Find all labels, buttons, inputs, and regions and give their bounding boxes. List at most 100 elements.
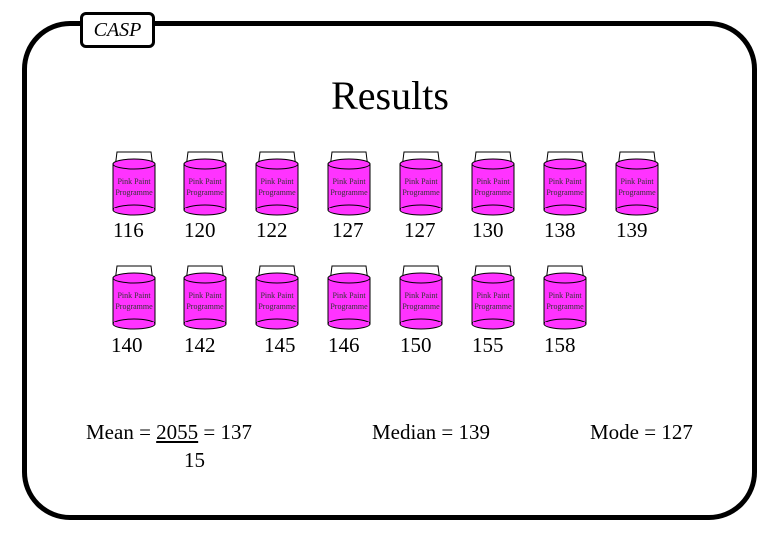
paint-can-label-line: Pink Paint xyxy=(548,177,582,186)
paint-can-label-line: Programme xyxy=(186,188,224,197)
paint-can-label-line: Pink Paint xyxy=(476,291,510,300)
paint-can-label-line: Pink Paint xyxy=(188,177,222,186)
can-value: 127 xyxy=(404,218,436,242)
can-value: 130 xyxy=(472,218,504,242)
paint-can-label-line: Pink Paint xyxy=(188,291,222,300)
paint-can-label-line: Pink Paint xyxy=(404,291,438,300)
paint-can-label-line: Pink Paint xyxy=(260,177,294,186)
paint-can-icon xyxy=(615,151,659,216)
logo-text: CASP xyxy=(93,18,142,41)
can-value: 140 xyxy=(111,333,143,357)
paint-can-icon xyxy=(183,265,227,330)
paint-can-icon xyxy=(112,265,156,330)
can-value: 139 xyxy=(616,218,648,242)
mean-numerator: 2055 xyxy=(156,420,199,444)
paint-can-label-line: Programme xyxy=(402,188,440,197)
slide-title: Results xyxy=(331,73,449,118)
can-value: 122 xyxy=(256,218,288,242)
paint-can-label-line: Pink Paint xyxy=(260,291,294,300)
mean-denominator: 15 xyxy=(184,448,205,472)
paint-can-label-line: Pink Paint xyxy=(404,177,438,186)
paint-can-icon xyxy=(255,151,299,216)
paint-can-label-line: Programme xyxy=(546,188,584,197)
paint-can-icon xyxy=(255,265,299,330)
can-value: 146 xyxy=(328,333,360,357)
paint-can-icon xyxy=(543,151,587,216)
paint-can-label-line: Programme xyxy=(115,302,153,311)
mode-stat: Mode = 127 xyxy=(590,420,693,444)
paint-can-icon xyxy=(471,151,515,216)
paint-can-label-line: Programme xyxy=(618,188,656,197)
paint-can-label-line: Programme xyxy=(258,302,296,311)
paint-can-label-line: Programme xyxy=(474,302,512,311)
paint-can-icon xyxy=(327,151,371,216)
mean-suffix: = 137 xyxy=(198,420,253,444)
paint-can-label-line: Programme xyxy=(330,188,368,197)
paint-can-label-line: Programme xyxy=(402,302,440,311)
can-value: 120 xyxy=(184,218,216,242)
can-value: 127 xyxy=(332,218,364,242)
paint-can-label-line: Programme xyxy=(330,302,368,311)
paint-can-icon xyxy=(543,265,587,330)
paint-can-icon xyxy=(471,265,515,330)
paint-can-icon xyxy=(183,151,227,216)
mean-prefix: Mean = xyxy=(86,420,157,444)
casp-logo: CASP xyxy=(80,12,155,48)
can-value: 138 xyxy=(544,218,576,242)
median-stat: Median = 139 xyxy=(372,420,490,444)
paint-can-label-line: Pink Paint xyxy=(332,177,366,186)
paint-can-label-line: Programme xyxy=(186,302,224,311)
paint-can-label-line: Pink Paint xyxy=(620,177,654,186)
can-value: 158 xyxy=(544,333,576,357)
can-value: 150 xyxy=(400,333,432,357)
paint-can-label-line: Programme xyxy=(546,302,584,311)
paint-can-label-line: Pink Paint xyxy=(332,291,366,300)
paint-can-label-line: Programme xyxy=(474,188,512,197)
can-value: 145 xyxy=(264,333,296,357)
paint-can-label-line: Pink Paint xyxy=(117,177,151,186)
paint-can-label-line: Programme xyxy=(115,188,153,197)
paint-can-icon xyxy=(327,265,371,330)
mean-stat: Mean = 2055 = 137 xyxy=(86,420,252,445)
slide-frame xyxy=(22,21,757,520)
paint-can-label-line: Programme xyxy=(258,188,296,197)
paint-can-label-line: Pink Paint xyxy=(476,177,510,186)
paint-can-label-line: Pink Paint xyxy=(548,291,582,300)
can-value: 155 xyxy=(472,333,504,357)
can-value: 142 xyxy=(184,333,216,357)
paint-can-icon xyxy=(112,151,156,216)
paint-can-label-line: Pink Paint xyxy=(117,291,151,300)
can-value: 116 xyxy=(113,218,144,242)
paint-can-icon xyxy=(399,265,443,330)
